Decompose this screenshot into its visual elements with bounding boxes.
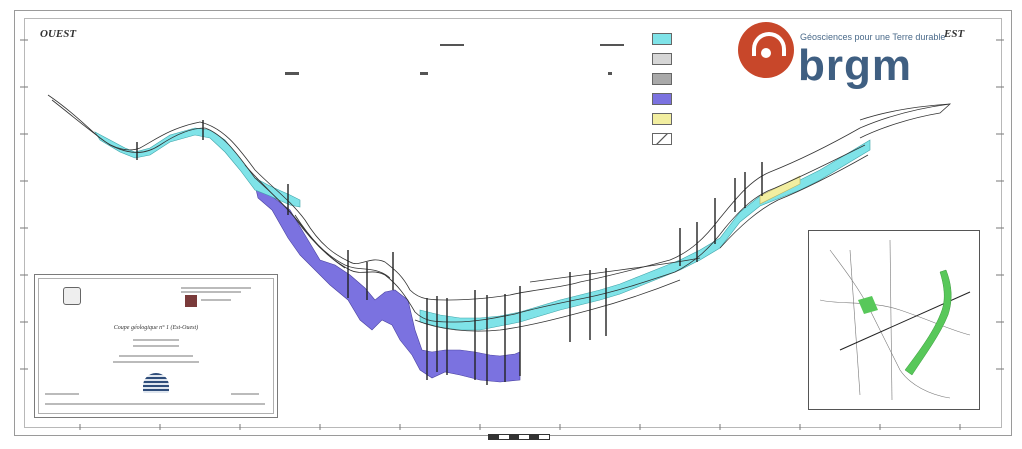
- inset-green-outcrop: [904, 269, 952, 376]
- left-axis-ticks: [20, 39, 28, 370]
- section-title: Coupe géologique n° 1 (Est-Ouest): [113, 325, 199, 331]
- title-block-text-line: [133, 345, 179, 347]
- legend-swatch-light-grey: [652, 52, 672, 65]
- cyan-layer-center: [419, 139, 871, 331]
- logo-tagline: Géosciences pour une Terre durable: [800, 32, 946, 42]
- title-block-border: [38, 278, 274, 414]
- legend-item: [652, 130, 744, 147]
- inset-green-outcrop-2: [858, 296, 878, 314]
- bottom-axis-ticks: [79, 424, 961, 430]
- emblem-icon: [63, 287, 81, 305]
- legend-item: [652, 50, 744, 67]
- title-block-text-line: [201, 299, 231, 301]
- inset-location-map: [819, 239, 971, 401]
- title-block: Coupe géologique n° 1 (Est-Ouest): [34, 274, 278, 418]
- title-block-text-line: [133, 339, 179, 341]
- logo-wordmark: brgm: [798, 41, 912, 90]
- title-block-text-line: [113, 361, 199, 363]
- title-block-date: [45, 393, 79, 395]
- title-block-footer: [45, 403, 265, 405]
- purple-layer: [254, 184, 521, 383]
- cyan-layer-left: [94, 127, 301, 208]
- legend-swatch-yellow: [652, 112, 672, 125]
- brgm-logo-dot: [761, 48, 771, 58]
- department-crest-icon: [185, 295, 197, 307]
- legend-swatch-fault: [652, 132, 672, 145]
- scale-bar: [488, 434, 550, 440]
- title-block-reference: [231, 393, 259, 395]
- legend-swatch-purple: [652, 92, 672, 105]
- legend-item: [652, 110, 744, 127]
- right-axis-ticks: [996, 39, 1004, 370]
- east-label: EST: [944, 28, 965, 40]
- title-block-text-line: [119, 355, 193, 357]
- section-top-labels: [285, 44, 624, 75]
- legend-item: [652, 90, 744, 107]
- location-map-inset: [808, 230, 980, 410]
- legend-item: [652, 70, 744, 87]
- boreholes: [136, 120, 763, 385]
- title-block-text-line: [181, 291, 241, 293]
- brgm-logo-arc: [752, 32, 786, 56]
- legend-item: [652, 30, 744, 47]
- section-plot-area: [24, 18, 1002, 428]
- legend-swatch-cyan: [652, 32, 672, 45]
- formation-boundaries: [47, 94, 952, 332]
- legend-swatch-dark-grey: [652, 72, 672, 85]
- dome-emblem-icon: [143, 373, 169, 393]
- brgm-logo: Géosciences pour une Terre durable brgm: [738, 20, 945, 92]
- west-label: OUEST: [40, 28, 77, 40]
- legend: [652, 30, 744, 150]
- title-block-text-line: [181, 287, 251, 289]
